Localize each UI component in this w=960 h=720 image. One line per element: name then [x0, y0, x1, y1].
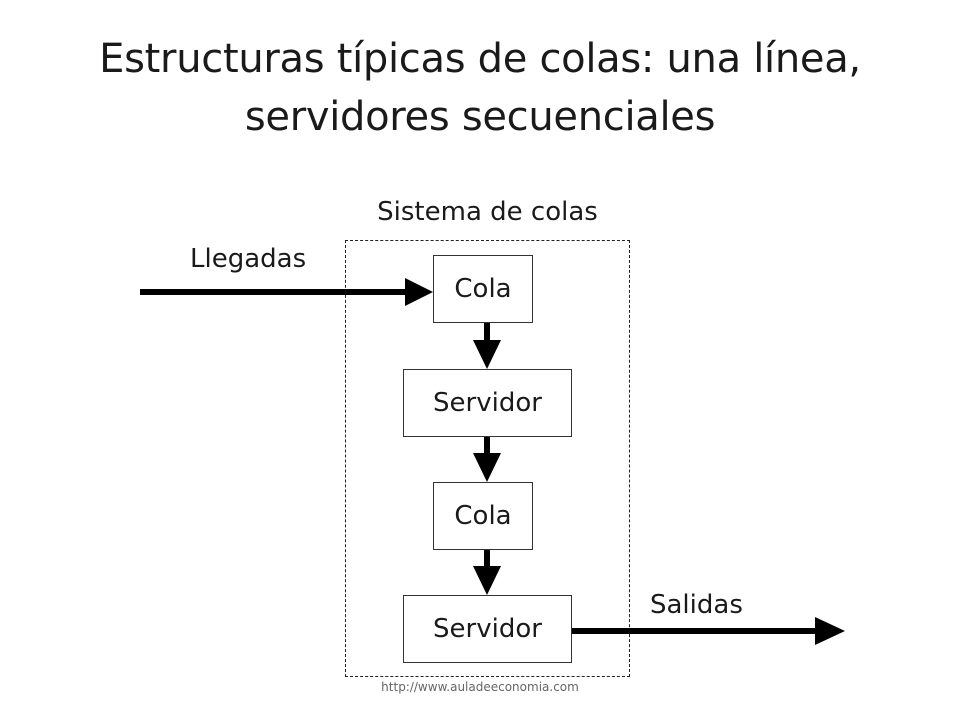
- server-box-1: Servidor: [403, 369, 572, 437]
- slide-title: Estructuras típicas de colas: una línea,…: [99, 36, 861, 140]
- server-box-2: Servidor: [403, 595, 572, 663]
- queue-box-2: Cola: [433, 482, 533, 550]
- source-url: http://www.auladeeconomia.com: [381, 680, 579, 694]
- arrivals-label: Llegadas: [190, 244, 307, 274]
- system-boundary: [345, 240, 630, 677]
- exits-label: Salidas: [650, 590, 743, 620]
- system-label: Sistema de colas: [377, 197, 598, 227]
- queue-box-1: Cola: [433, 255, 533, 323]
